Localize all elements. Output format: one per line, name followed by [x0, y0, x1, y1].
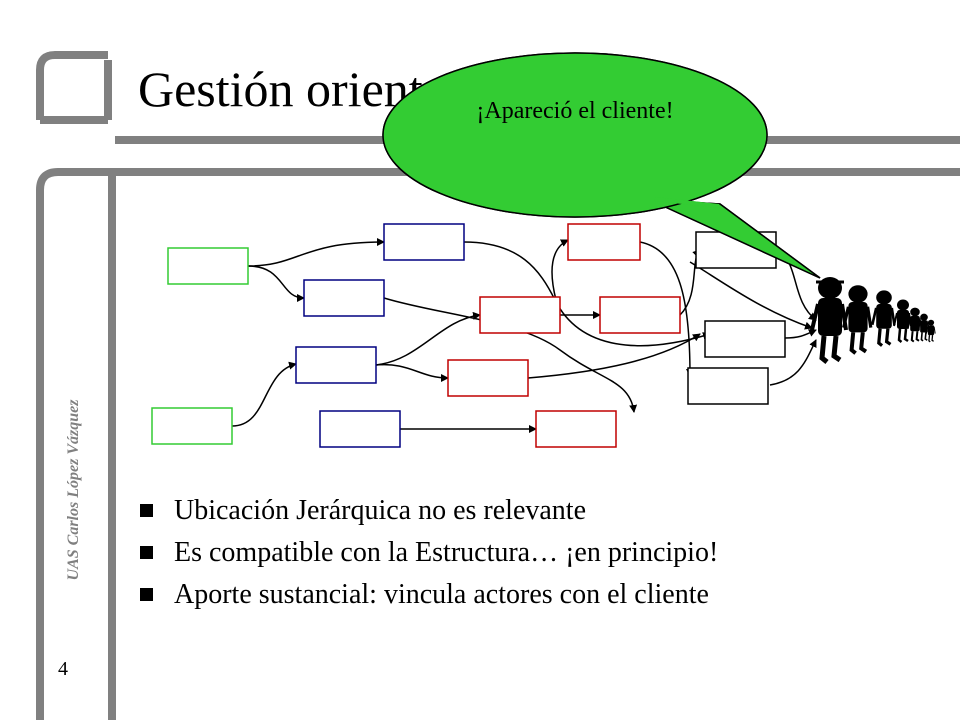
process-box: [567, 223, 641, 261]
customer-figure-icon: [810, 277, 936, 364]
bullet-list: Ubicación Jerárquica no es relevante Es …: [138, 490, 718, 616]
page-number: 4: [58, 658, 68, 680]
process-box: [383, 223, 465, 261]
process-box: [303, 279, 385, 317]
process-box: [599, 296, 681, 334]
bullet-item: Es compatible con la Estructura… ¡en pri…: [138, 532, 718, 574]
diagram-connectors: [231, 238, 817, 433]
square-bullet-icon: [140, 546, 153, 559]
process-box: [535, 410, 617, 448]
process-box: [167, 247, 249, 285]
speech-bubble-text: ¡Apareció el cliente!: [476, 98, 674, 124]
process-box: [151, 407, 233, 445]
square-bullet-icon: [140, 588, 153, 601]
bullet-item: Ubicación Jerárquica no es relevante: [138, 490, 718, 532]
process-boxes: [151, 223, 786, 448]
bullet-text: Ubicación Jerárquica no es relevante: [174, 495, 587, 526]
process-box: [704, 320, 786, 358]
process-box: [319, 410, 401, 448]
process-box: [479, 296, 561, 334]
bullet-item: Aporte sustancial: vincula actores con e…: [138, 574, 718, 616]
process-box: [687, 367, 769, 405]
sidebar-author-text: UAS Carlos López Vázquez: [65, 399, 82, 581]
bullet-text: Aporte sustancial: vincula actores con e…: [174, 579, 709, 610]
process-box: [295, 346, 377, 384]
process-box: [447, 359, 529, 397]
bullet-text: Es compatible con la Estructura… ¡en pri…: [174, 537, 719, 568]
square-bullet-icon: [140, 504, 153, 517]
